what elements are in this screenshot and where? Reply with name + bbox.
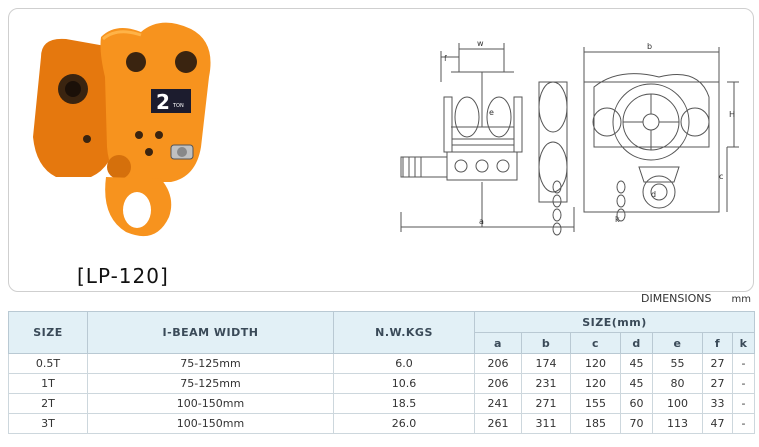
col-e: e	[652, 332, 703, 354]
header-row: SIZE I-BEAM WIDTH N.W.KGS SIZE(mm)	[8, 311, 755, 354]
cell-d: 45	[620, 353, 653, 374]
col-nw: N.W.KGS	[333, 311, 475, 354]
cell-size: 3T	[8, 413, 88, 434]
cell-e: 113	[652, 413, 703, 434]
cell-d: 45	[620, 373, 653, 394]
table-row: 1T 75-125mm 10.6 206 231 120 45 80 27 -	[8, 373, 755, 394]
cell-c: 185	[570, 413, 621, 434]
col-ibeam: I-BEAM WIDTH	[87, 311, 334, 354]
plate-number: 2	[156, 90, 170, 114]
cell-k: -	[732, 393, 755, 414]
cell-nw: 6.0	[333, 353, 475, 374]
product-panel: 2 TON [LP-120]	[8, 8, 754, 292]
label-c: c	[719, 172, 723, 181]
col-a: a	[474, 332, 522, 354]
cell-size: 1T	[8, 373, 88, 394]
cell-nw: 26.0	[333, 413, 475, 434]
cell-e: 100	[652, 393, 703, 414]
technical-drawing: w f e a b H c d k	[400, 39, 739, 236]
cell-a: 206	[474, 353, 522, 374]
cell-b: 271	[521, 393, 571, 414]
cell-a: 241	[474, 393, 522, 414]
col-f: f	[702, 332, 733, 354]
col-size-mm: SIZE(mm)	[474, 311, 755, 333]
cell-k: -	[732, 353, 755, 374]
cell-d: 60	[620, 393, 653, 414]
product-photo: 2 TON	[33, 22, 211, 237]
subheader-row: a b c d e f k	[9, 332, 755, 354]
label-h: H	[729, 110, 735, 119]
plate-unit: TON	[172, 103, 184, 109]
model-label: [LP-120]	[77, 264, 169, 288]
label-f: f	[444, 54, 447, 63]
cell-size: 2T	[8, 393, 88, 414]
label-k: k	[615, 215, 620, 224]
dimensions-label: DIMENSIONS	[641, 292, 712, 305]
col-size: SIZE	[8, 311, 88, 354]
col-b: b	[521, 332, 571, 354]
col-k: k	[732, 332, 755, 354]
cell-e: 80	[652, 373, 703, 394]
cell-f: 27	[702, 353, 733, 374]
cell-a: 206	[474, 373, 522, 394]
cell-f: 33	[702, 393, 733, 414]
cell-b: 231	[521, 373, 571, 394]
table-row: 2T 100-150mm 18.5 241 271 155 60 100 33 …	[8, 393, 755, 414]
cell-c: 155	[570, 393, 621, 414]
cell-k: -	[732, 373, 755, 394]
cell-c: 120	[570, 373, 621, 394]
cell-a: 261	[474, 413, 522, 434]
col-c: c	[570, 332, 621, 354]
cell-b: 174	[521, 353, 571, 374]
cell-c: 120	[570, 353, 621, 374]
cell-d: 70	[620, 413, 653, 434]
cell-e: 55	[652, 353, 703, 374]
cell-ibeam: 100-150mm	[87, 393, 334, 414]
cell-k: -	[732, 413, 755, 434]
col-d: d	[620, 332, 653, 354]
dimensions-caption: DIMENSIONS mm	[641, 292, 751, 305]
cell-ibeam: 75-125mm	[87, 373, 334, 394]
label-b: b	[647, 42, 652, 51]
label-d: d	[651, 190, 656, 199]
cell-f: 47	[702, 413, 733, 434]
table-row: 3T 100-150mm 26.0 261 311 185 70 113 47 …	[8, 413, 755, 434]
cell-ibeam: 75-125mm	[87, 353, 334, 374]
cell-ibeam: 100-150mm	[87, 413, 334, 434]
label-e: e	[489, 108, 494, 117]
table-row: 0.5T 75-125mm 6.0 206 174 120 45 55 27 -	[8, 353, 755, 374]
cell-nw: 18.5	[333, 393, 475, 414]
cell-b: 311	[521, 413, 571, 434]
cell-f: 27	[702, 373, 733, 394]
dimensions-unit: mm	[731, 294, 751, 305]
cell-size: 0.5T	[8, 353, 88, 374]
label-w: w	[477, 39, 484, 48]
cell-nw: 10.6	[333, 373, 475, 394]
spec-table: SIZE I-BEAM WIDTH N.W.KGS SIZE(mm) a b c…	[8, 311, 755, 434]
label-a: a	[479, 217, 484, 226]
